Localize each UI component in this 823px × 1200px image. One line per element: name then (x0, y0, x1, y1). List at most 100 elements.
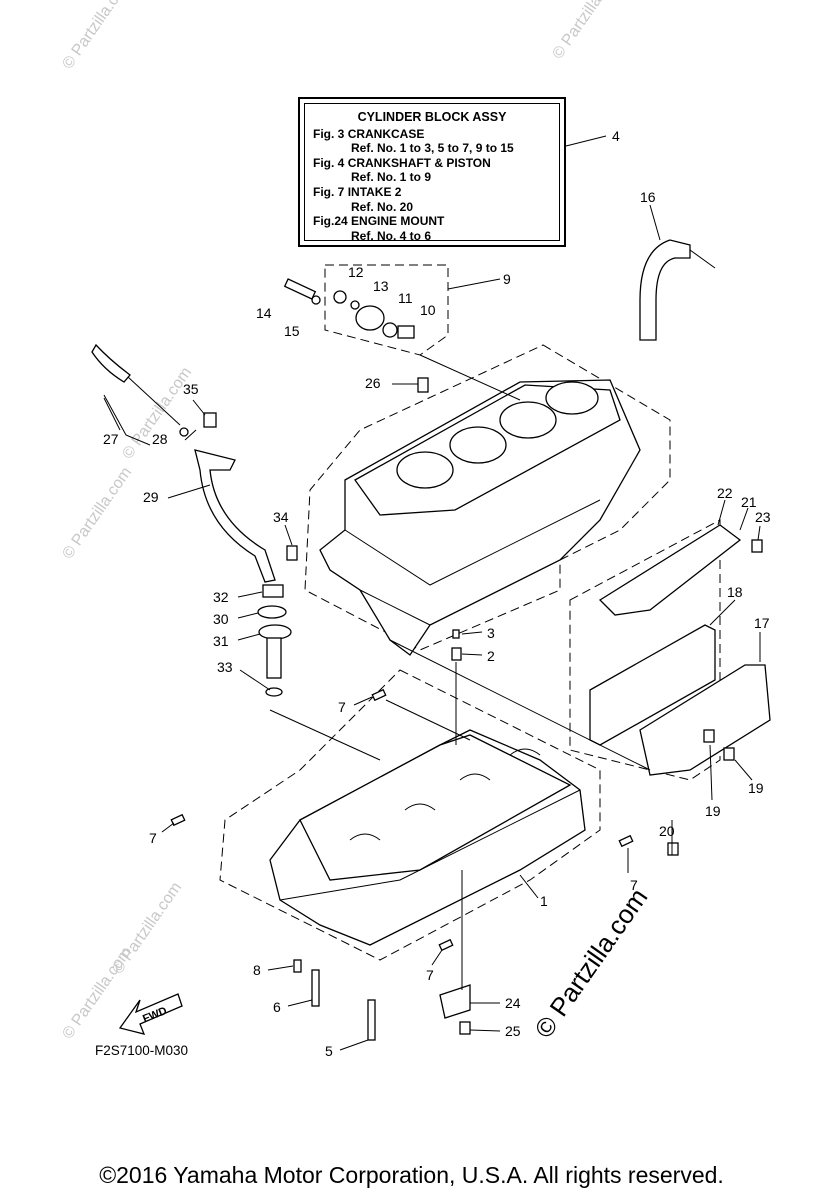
callout-30: 30 (213, 611, 229, 627)
leader-25 (469, 1029, 501, 1032)
leader-7d (431, 949, 443, 966)
reference-legend: CYLINDER BLOCK ASSY Fig. 3 CRANKCASE Ref… (298, 97, 566, 247)
leader-5 (339, 1039, 369, 1051)
callout-10: 10 (420, 302, 436, 318)
dowel-pin-26 (417, 377, 429, 393)
leader-32 (237, 591, 263, 598)
legend-ref: Ref. No. 20 (351, 199, 414, 214)
legend-name: INTAKE 2 (347, 184, 402, 199)
leader-31 (237, 633, 261, 641)
callout-8: 8 (253, 962, 261, 978)
seal-10 (382, 322, 398, 338)
legend-fig: Fig. 3 (313, 126, 345, 141)
callout-28: 28 (152, 431, 168, 447)
watermark-text: © Partzilla.com (59, 0, 135, 72)
leader-6 (287, 999, 313, 1007)
housing-11 (355, 305, 385, 331)
legend-ref: Ref. No. 4 to 6 (351, 228, 432, 243)
callout-19b: 19 (705, 803, 721, 819)
assembly-outlines (219, 264, 721, 961)
legend-name: CRANKSHAFT & PISTON (347, 155, 491, 170)
callout-4: 4 (612, 128, 620, 144)
leader-34 (284, 524, 293, 546)
washer-15 (311, 295, 321, 305)
pin-8 (293, 959, 302, 973)
crank-journal (509, 748, 541, 756)
bolt-35 (203, 412, 217, 428)
dipstick-handle-27 (91, 343, 131, 383)
crank-journal (459, 773, 491, 781)
pin-3 (452, 629, 460, 639)
block-skirt-line (359, 589, 431, 626)
legend-fig: Fig.24 (313, 214, 348, 229)
callout-19a: 19 (748, 780, 764, 796)
washer-13 (350, 300, 360, 310)
cylinder-bore-1 (396, 451, 454, 489)
callout-26: 26 (365, 375, 381, 391)
bolt-23 (751, 539, 763, 553)
bolt-6 (311, 969, 320, 1007)
bolt-19b (703, 729, 715, 743)
leader-7a (353, 696, 373, 706)
cylinder-bore-3 (499, 401, 557, 439)
leader-2 (461, 653, 483, 656)
leader-lines (103, 135, 761, 1051)
leader-block-kit (419, 354, 521, 401)
leader-dip-case (269, 709, 381, 761)
bearing-kit-outline (324, 264, 449, 356)
callout-2: 2 (487, 648, 495, 664)
legend-ref: Ref. No. 1 to 9 (351, 170, 432, 185)
cylinder-block-outline (304, 344, 671, 651)
cylinder-bore-4 (545, 381, 599, 415)
pin-7a (371, 688, 387, 702)
leader-7b (161, 822, 175, 833)
callout-14: 14 (256, 305, 272, 321)
bushing (397, 325, 415, 339)
bolt-14 (283, 278, 317, 300)
callout-15: 15 (284, 323, 300, 339)
plate-22 (598, 524, 742, 616)
leader-23 (757, 525, 761, 541)
callout-24: 24 (505, 995, 521, 1011)
leader-4 (565, 135, 607, 147)
reference-legend-inner: CYLINDER BLOCK ASSY Fig. 3 CRANKCASE Ref… (304, 103, 560, 243)
callout-11: 11 (398, 290, 413, 306)
legend-fig: Fig. 7 (313, 184, 345, 199)
legend-name: CRANKCASE (347, 126, 425, 141)
leader-block-crank (389, 639, 651, 771)
callout-25: 25 (505, 1023, 521, 1039)
crankcase-outline (219, 669, 601, 961)
dipstick-assembly (91, 343, 298, 697)
cylinder-block (319, 377, 641, 656)
bolt-20 (667, 842, 679, 856)
callout-21: 21 (741, 494, 757, 510)
bolt-34 (286, 545, 298, 561)
leader-21 (739, 507, 749, 531)
fasteners (170, 629, 634, 1041)
leader-3 (461, 631, 483, 635)
clamp-32 (262, 584, 284, 598)
bolt-5 (367, 999, 376, 1041)
callout-32: 32 (213, 589, 229, 605)
screw-12 (333, 290, 347, 304)
crank-journal (349, 833, 381, 841)
leader-30 (237, 612, 259, 619)
leader-8 (267, 965, 294, 971)
pin-2 (451, 647, 462, 661)
legend-row: Fig. 7 INTAKE 2 (313, 185, 551, 200)
callout-7b: 7 (149, 830, 157, 846)
leader-19b (709, 744, 713, 801)
leader-1 (519, 874, 539, 899)
callout-29: 29 (143, 489, 159, 505)
callout-13: 13 (373, 278, 389, 294)
holder-31 (258, 624, 292, 640)
bolt-19a (723, 747, 735, 761)
callout-31: 31 (213, 633, 229, 649)
leader-16b (689, 249, 716, 269)
leader-29 (167, 484, 211, 499)
figure-code: F2S7100-M030 (95, 1043, 189, 1058)
cylinder-bore-2 (449, 426, 507, 464)
watermark-text: © Partzilla.com (59, 464, 135, 562)
watermark-text: © Partzilla.com (549, 0, 625, 62)
leader-16 (649, 204, 661, 241)
